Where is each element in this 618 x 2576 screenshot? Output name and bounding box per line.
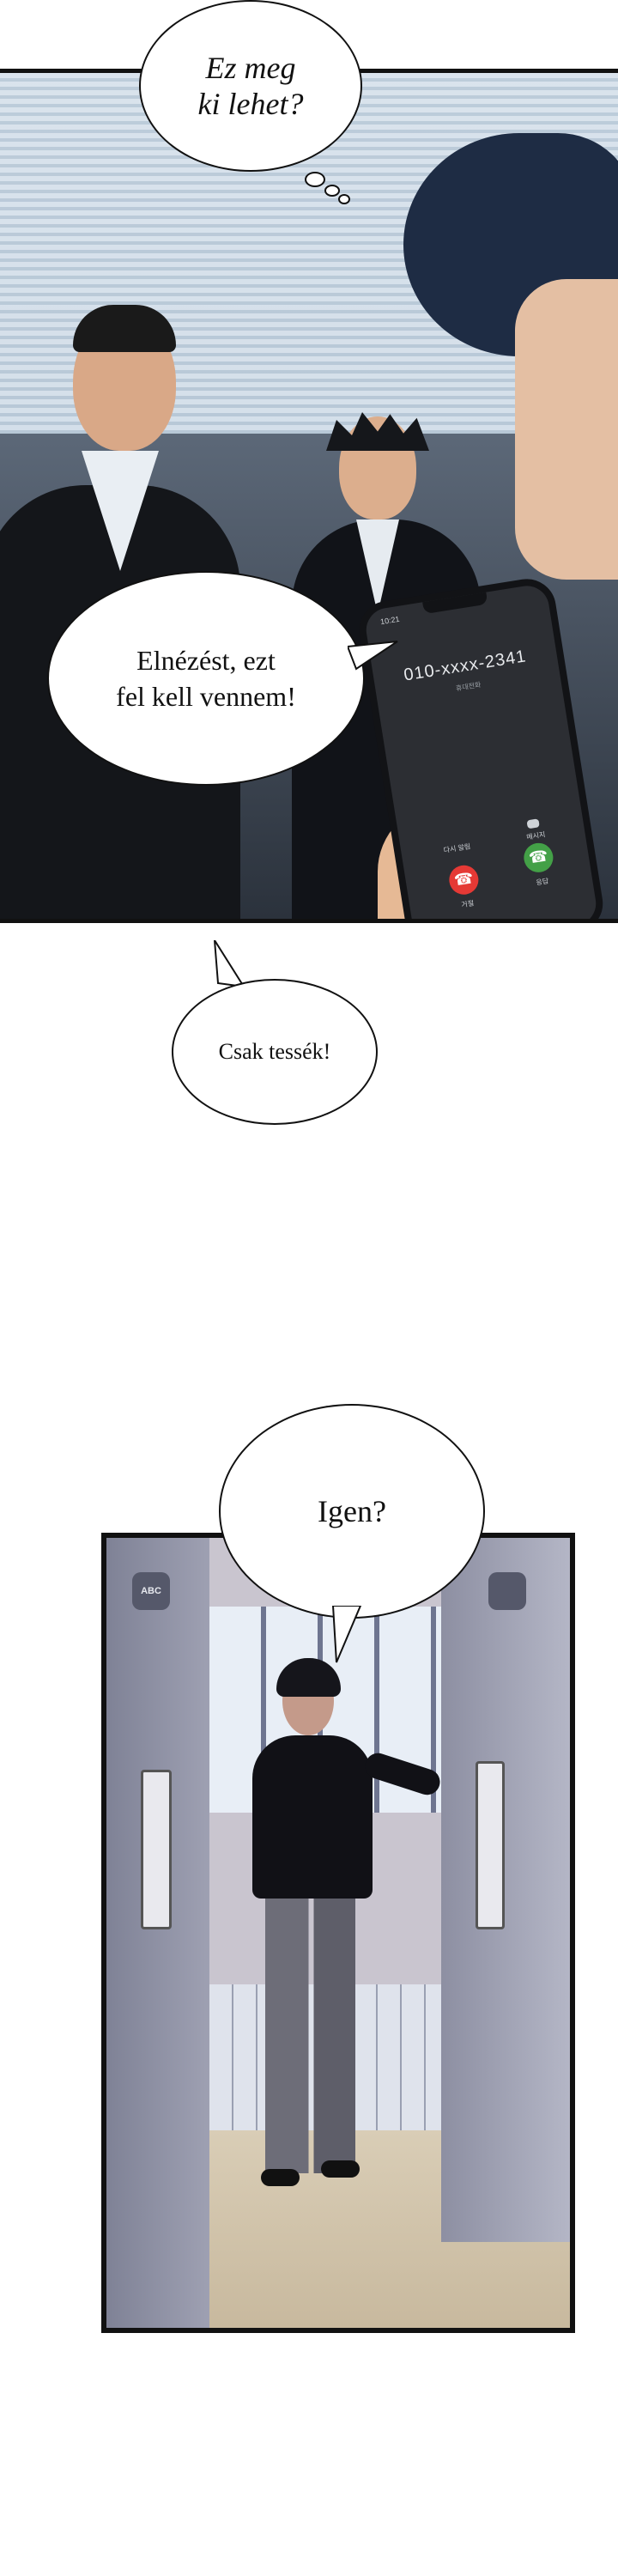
thought-dot (324, 185, 340, 197)
message-label: 메시지 (525, 830, 546, 841)
message-icon (526, 818, 540, 829)
accept-label: 응답 (535, 877, 549, 887)
speech-bubble-apology: Elnézést, ezt fel kell vennem! (47, 571, 365, 786)
phone-decline-icon: ☎ (452, 869, 475, 890)
phone-status-time: 10:21 (379, 614, 401, 627)
man-black-sweater (252, 1735, 373, 1899)
accept-call-button: ☎ (521, 841, 555, 875)
apology-line-2: fel kell vennem! (116, 681, 296, 712)
phone-accept-icon: ☎ (527, 847, 550, 868)
thought-dot (338, 194, 350, 204)
speech-bubble-answer: Igen? (219, 1404, 485, 1619)
thought-bubble: Ez meg ki lehet? (139, 0, 362, 172)
door-handle-left (141, 1770, 172, 1929)
remind-label: 다시 알림 (443, 842, 471, 854)
decline-call-button: ☎ (446, 863, 481, 897)
apology-line-1: Elnézést, ezt (136, 645, 276, 676)
man-legs (265, 1890, 355, 2173)
thought-dot (305, 172, 325, 187)
door-sign-right (488, 1572, 526, 1610)
speech-tail (348, 641, 398, 671)
man-left-hair (73, 305, 176, 352)
door-handle-right (476, 1761, 505, 1929)
speech-bubble-reply: Csak tessék! (172, 979, 378, 1125)
man-shoe (321, 2160, 360, 2178)
door-sign: ABC (132, 1572, 170, 1610)
panel-doorway: ABC (101, 1533, 575, 2333)
man-shoe (261, 2169, 300, 2186)
decline-label: 거절 (460, 899, 475, 909)
speech-tail (331, 1606, 362, 1663)
panel-office-phone-call: 10:21 010-xxxx-2341 휴대전화 다시 알림 메시지 ☎ ☎ 거… (0, 69, 618, 923)
thought-line-2: ki lehet? (197, 87, 304, 121)
thought-line-1: Ez meg (205, 51, 296, 85)
phone-notch (422, 592, 488, 615)
foreground-character-face (515, 279, 618, 580)
door-right (441, 1538, 570, 2242)
door-left (106, 1538, 209, 2328)
